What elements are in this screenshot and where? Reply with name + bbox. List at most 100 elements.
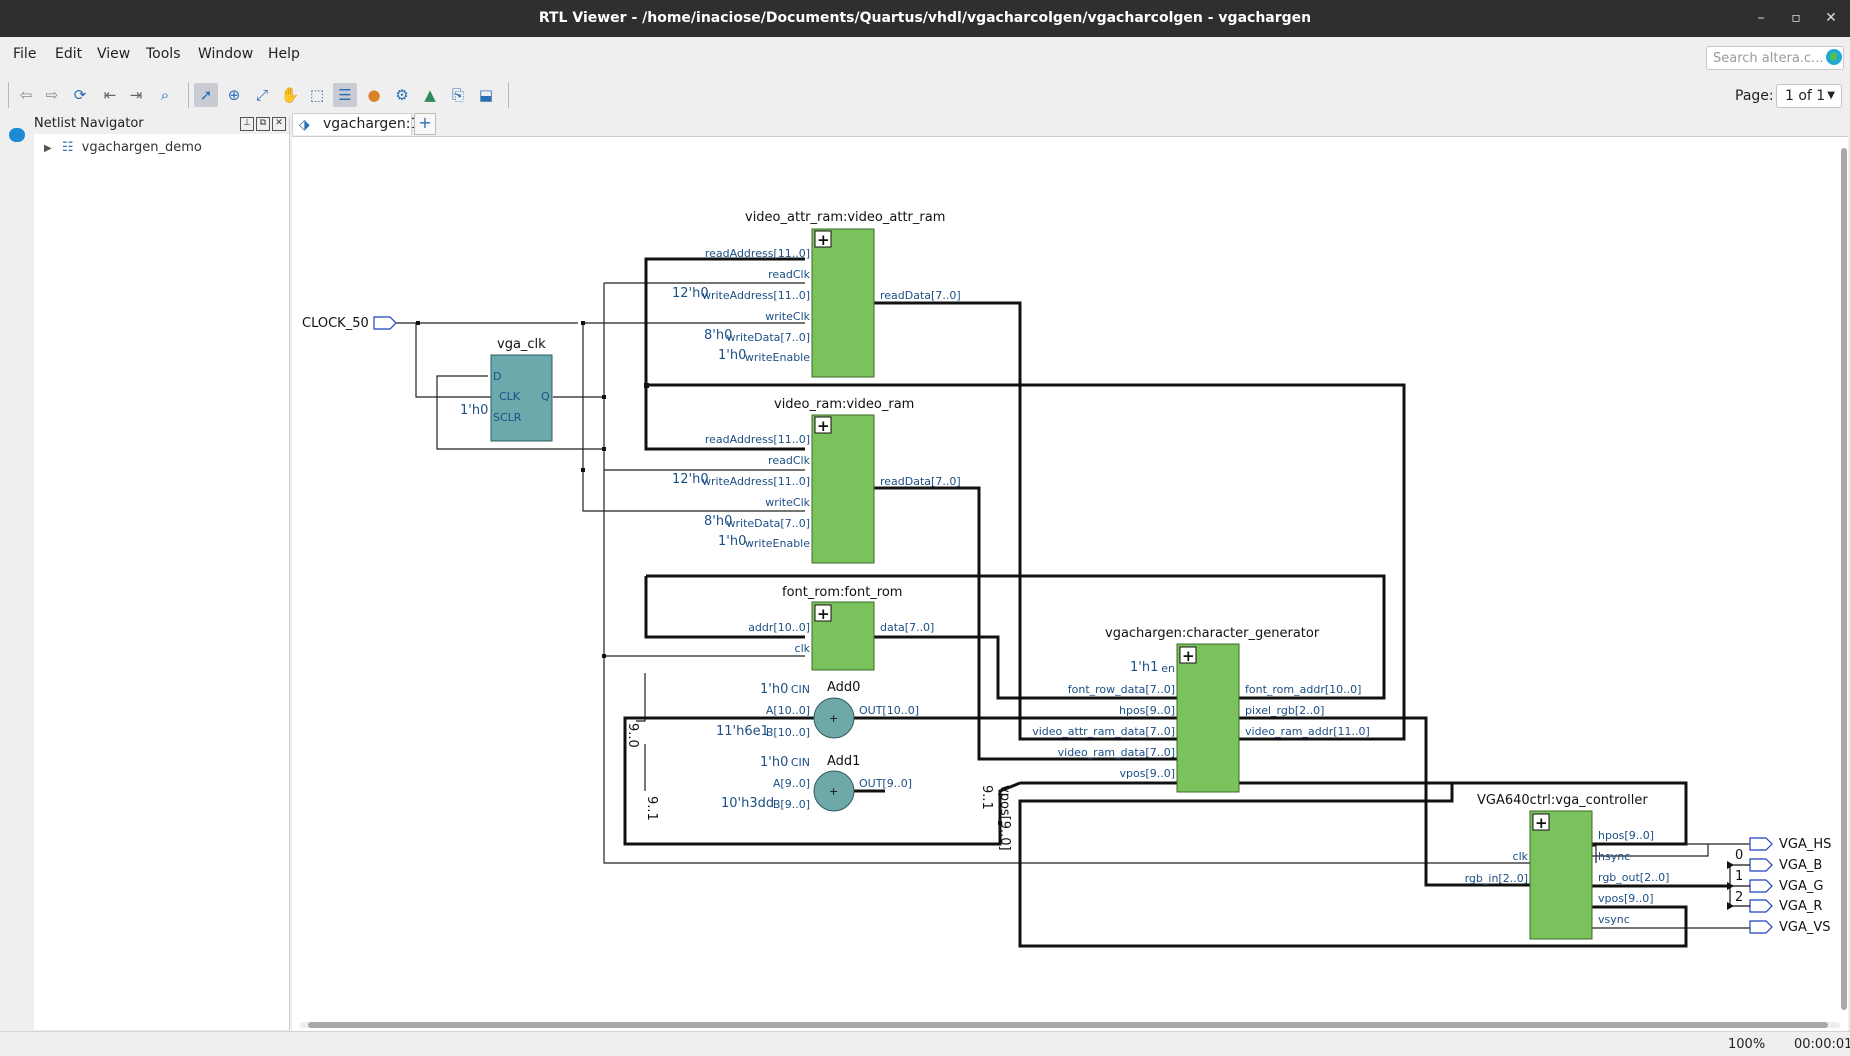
vc-hsync: hsync — [1598, 850, 1630, 863]
vga-ctrl-block[interactable] — [1529, 810, 1593, 940]
vc-clk: clk — [1513, 850, 1529, 863]
expand-block-icon[interactable] — [1532, 813, 1550, 831]
rtl-tab-icon: ⬗ — [299, 117, 310, 133]
close-button[interactable]: ✕ — [1825, 10, 1837, 26]
close-panel-icon[interactable]: ✕ — [272, 117, 286, 131]
tab-vgachargen[interactable]: ⬗ vgachargen:1 — [292, 113, 419, 135]
chat-bubble-icon[interactable] — [9, 128, 25, 142]
output-pin-icon[interactable] — [1749, 837, 1773, 851]
add0-b: B[10..0] — [766, 726, 810, 739]
netlist-icon[interactable]: ⎘ — [451, 86, 464, 104]
menu-help[interactable]: Help — [268, 46, 300, 62]
expand-block-icon[interactable] — [814, 416, 832, 434]
output-pin-icon[interactable] — [1749, 920, 1773, 934]
add-tab-button[interactable]: + — [414, 113, 436, 135]
menu-edit[interactable]: Edit — [55, 46, 83, 62]
var-write-data: writeData[7..0] — [727, 331, 811, 344]
settings-gear-icon[interactable]: ⚙ — [395, 86, 409, 104]
minimize-button[interactable]: – — [1757, 10, 1765, 26]
fr-data: data[7..0] — [880, 621, 934, 634]
fr-clk: clk — [795, 642, 811, 655]
collapse-icon[interactable]: ⇤ — [103, 86, 117, 104]
tab-label: vgachargen:1 — [323, 116, 420, 132]
menu-view[interactable]: View — [97, 46, 131, 62]
back-icon[interactable]: ⇦ — [19, 86, 33, 104]
color-palette-icon[interactable]: ● — [367, 86, 381, 104]
schematic-canvas[interactable]: CLOCK_50 vga_clk D CLK SCLR Q 1'h0 video… — [292, 136, 1848, 1032]
add0-const-b: 11'h6e1 — [716, 724, 769, 739]
bus-label-n5: vpos[9..0] — [997, 785, 1012, 851]
tree-item-root[interactable]: ▶ ☷ vgachargen_demo — [44, 140, 202, 155]
netlist-navigator-panel — [34, 118, 290, 1030]
elapsed-time: 00:00:01 — [1794, 1037, 1850, 1052]
page-label: Page: — [1735, 88, 1774, 104]
select-tool-icon[interactable]: ➚ — [194, 83, 218, 107]
cg-font-row-data: font_row_data[7..0] — [1068, 683, 1175, 696]
vc-vpos: vpos[9..0] — [1598, 892, 1654, 905]
add0-const-cin: 1'h0 — [760, 682, 788, 697]
search-input[interactable]: Search altera.c... — [1706, 46, 1844, 70]
vga-clk-block[interactable] — [490, 354, 553, 442]
vr-const-we: 1'h0 — [718, 534, 746, 549]
out-vga-b: VGA_B — [1779, 858, 1822, 873]
vc-vsync: vsync — [1598, 913, 1630, 926]
pin-icon[interactable]: ⊥ — [240, 117, 254, 131]
output-pin-icon[interactable] — [1749, 879, 1773, 893]
vr-read-data: readData[7..0] — [880, 475, 961, 488]
bus-label-n3: 9..1 — [979, 785, 994, 810]
filter-icon[interactable]: ▲ — [424, 86, 436, 104]
fr-addr: addr[10..0] — [748, 621, 810, 634]
restore-button[interactable]: ▫ — [1791, 10, 1801, 26]
menu-tools[interactable]: Tools — [146, 46, 181, 62]
zoom-level: 100% — [1728, 1037, 1766, 1052]
var-write-address: writeAddress[11..0] — [702, 289, 810, 302]
vc-rgb-in: rgb_in[2..0] — [1465, 872, 1528, 885]
find-icon[interactable]: ⌕ — [160, 86, 170, 104]
float-icon[interactable]: ⧉ — [256, 117, 270, 131]
expand-arrow-icon[interactable]: ▶ — [44, 143, 52, 154]
output-pin-icon[interactable] — [1749, 899, 1773, 913]
refresh-icon[interactable]: ⟳ — [73, 86, 87, 104]
page-select[interactable]: 1 of 1▼ — [1776, 84, 1842, 108]
menu-window[interactable]: Window — [198, 46, 254, 62]
fit-window-icon[interactable]: ⤢ — [255, 86, 268, 104]
video-ram-block[interactable] — [811, 414, 875, 564]
export-icon[interactable]: ⬓ — [478, 86, 494, 104]
forward-icon[interactable]: ⇨ — [45, 86, 59, 104]
hierarchy-tree-icon: ☷ — [61, 140, 74, 155]
area-select-icon[interactable]: ⬚ — [309, 86, 325, 104]
globe-icon[interactable] — [1826, 49, 1842, 65]
vertical-scrollbar[interactable] — [1841, 148, 1847, 1010]
zoom-tool-icon[interactable]: ⊕ — [227, 86, 241, 104]
video-attr-ram-block[interactable] — [811, 228, 875, 378]
expand-icon[interactable]: ⇥ — [129, 86, 143, 104]
chargen-block[interactable] — [1176, 643, 1240, 793]
add1-const-cin: 1'h0 — [760, 755, 788, 770]
horizontal-scrollbar[interactable] — [300, 1022, 1840, 1028]
font-rom-title: font_rom:font_rom — [782, 585, 902, 600]
expand-block-icon[interactable] — [814, 230, 832, 248]
add1-adder[interactable] — [813, 770, 855, 812]
bus-tap-arrow-icon — [1727, 882, 1734, 890]
input-pin-icon[interactable] — [373, 316, 397, 330]
add0-out: OUT[10..0] — [859, 704, 919, 717]
add1-title: Add1 — [827, 754, 860, 769]
out-vga-g: VGA_G — [1779, 879, 1823, 894]
cg-video-ram-addr: video_ram_addr[11..0] — [1245, 725, 1370, 738]
vr-write-address: writeAddress[11..0] — [702, 475, 810, 488]
hand-tool-icon[interactable]: ✋ — [280, 86, 300, 104]
expand-block-icon[interactable] — [814, 604, 832, 622]
hierarchy-icon[interactable]: ☰ — [333, 83, 357, 107]
bus-label-n2: 9..1 — [644, 796, 659, 821]
cg-pixel-rgb: pixel_rgb[2..0] — [1245, 704, 1324, 717]
thin-wires — [395, 282, 1756, 929]
var-write-clk: writeClk — [765, 310, 810, 323]
add0-adder[interactable] — [813, 697, 855, 739]
horizontal-scroll-thumb[interactable] — [308, 1022, 1828, 1028]
expand-block-icon[interactable] — [1179, 646, 1197, 664]
toolbar-grip — [8, 82, 9, 108]
add1-out: OUT[9..0] — [859, 777, 912, 790]
var-read-clk: readClk — [768, 268, 811, 281]
output-pin-icon[interactable] — [1749, 858, 1773, 872]
menu-file[interactable]: File — [13, 46, 37, 62]
